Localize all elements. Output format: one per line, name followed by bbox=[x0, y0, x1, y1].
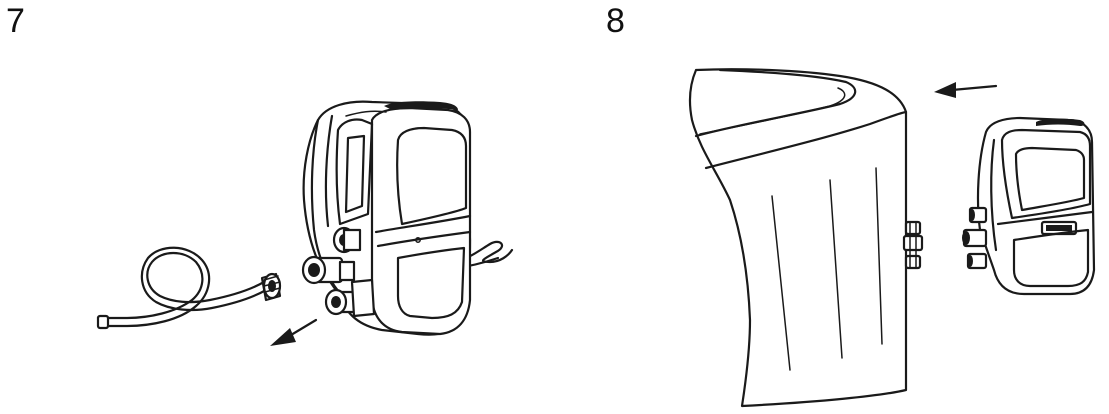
heat-pump-connectors bbox=[962, 206, 988, 270]
move-arrow bbox=[934, 82, 998, 98]
heat-pump-unit-small bbox=[976, 116, 1096, 296]
removal-arrow bbox=[270, 318, 318, 346]
step-8-illustration bbox=[688, 68, 1096, 408]
step-8-number: 8 bbox=[606, 2, 625, 40]
hose bbox=[96, 246, 282, 330]
pool-wall bbox=[688, 68, 908, 408]
step-7-number: 7 bbox=[6, 2, 25, 40]
step-7-illustration bbox=[96, 100, 514, 346]
pool-fittings bbox=[902, 220, 924, 270]
water-connectors bbox=[301, 226, 376, 318]
